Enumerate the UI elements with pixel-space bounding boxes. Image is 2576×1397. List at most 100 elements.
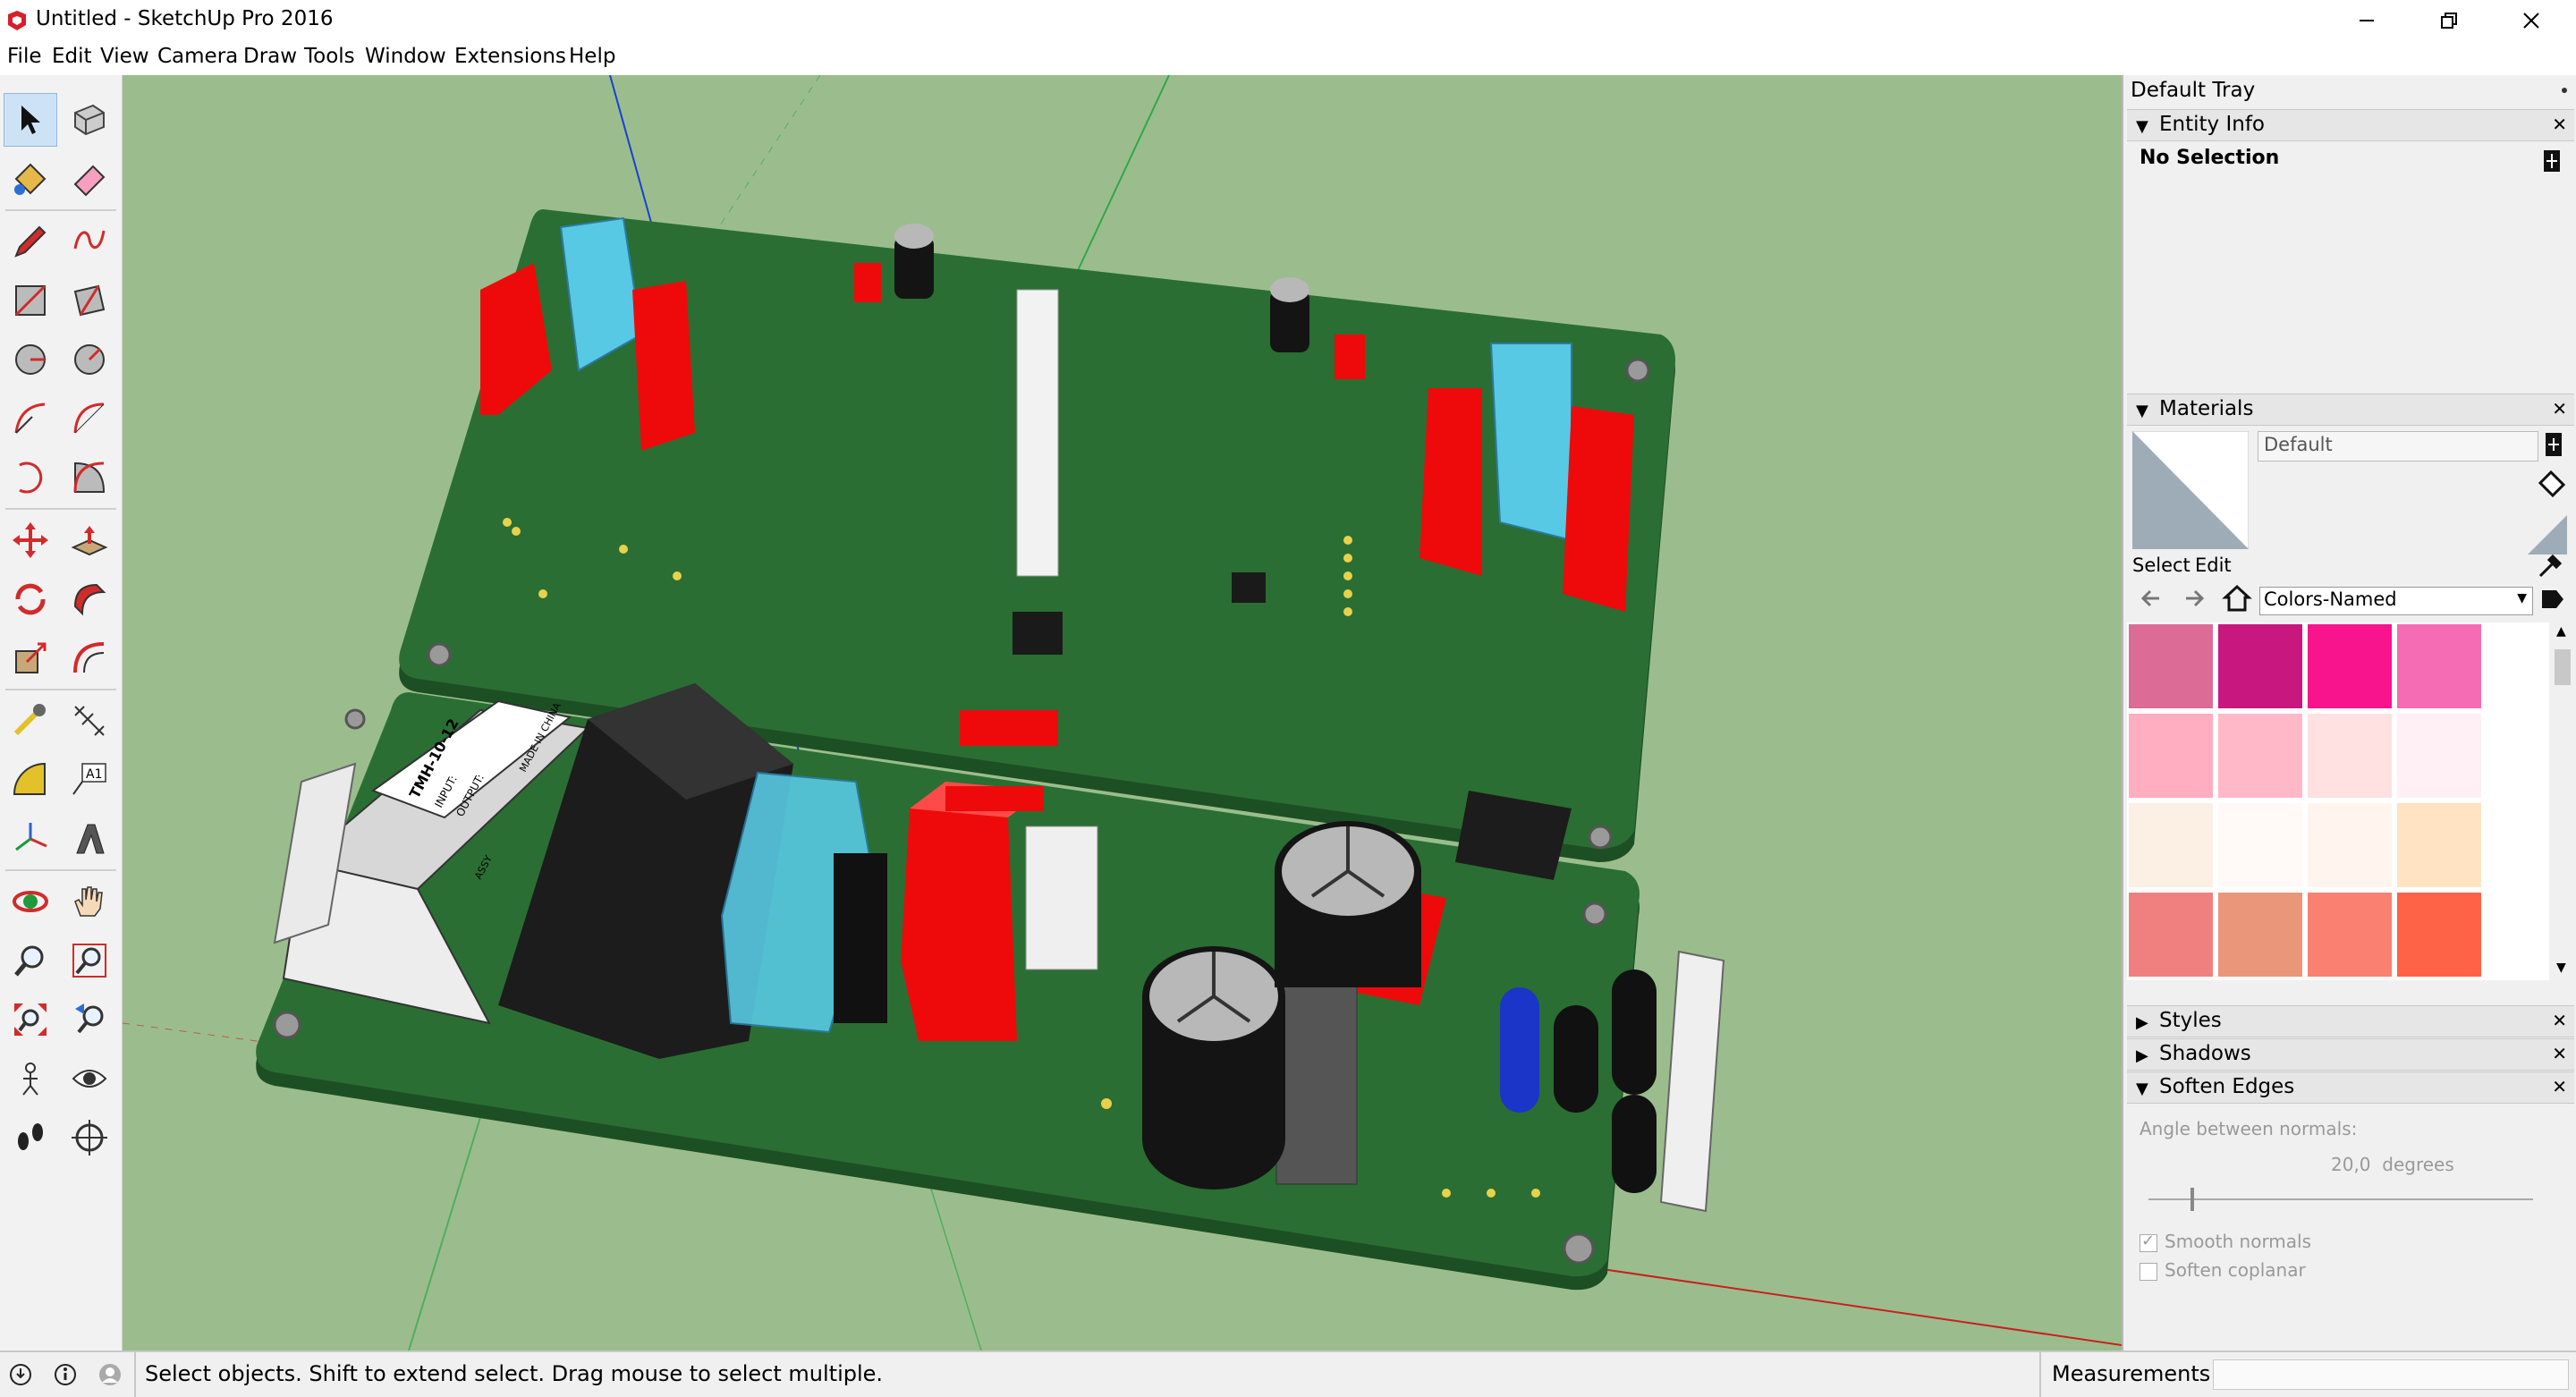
tray-pin-icon[interactable] xyxy=(2558,84,2571,97)
materials-tab-select[interactable]: Select xyxy=(2132,555,2190,576)
styles-header[interactable]: ▶ Styles ✕ xyxy=(2127,1005,2574,1037)
position-camera-tool[interactable] xyxy=(4,1052,57,1105)
menu-help[interactable]: Help xyxy=(569,45,616,68)
material-swatch[interactable] xyxy=(2308,803,2392,887)
forward-arrow-icon[interactable] xyxy=(2181,585,2207,612)
material-swatch[interactable] xyxy=(2397,893,2481,977)
zoom-extents-tool[interactable] xyxy=(4,993,57,1046)
info-icon[interactable] xyxy=(54,1363,77,1386)
two-point-arc-tool[interactable] xyxy=(63,392,116,445)
close-button[interactable] xyxy=(2490,0,2572,41)
entity-toggle-icon[interactable] xyxy=(2542,148,2562,174)
material-swatch[interactable] xyxy=(2218,624,2302,708)
back-arrow-icon[interactable] xyxy=(2138,585,2165,612)
3d-text-tool[interactable] xyxy=(63,812,116,866)
offset-tool[interactable] xyxy=(63,631,116,685)
home-icon[interactable] xyxy=(2222,583,2252,614)
material-swatch[interactable] xyxy=(2129,624,2213,708)
details-arrow-icon[interactable] xyxy=(2538,585,2567,614)
chevron-up-icon[interactable]: ▲ xyxy=(2556,624,2566,639)
protractor-tool[interactable] xyxy=(4,753,57,807)
eyedropper-icon[interactable] xyxy=(2537,551,2565,580)
angle-slider-thumb[interactable] xyxy=(2190,1188,2195,1211)
close-panel-icon[interactable]: ✕ xyxy=(2552,1043,2567,1064)
soften-edges-header[interactable]: ▼ Soften Edges ✕ xyxy=(2127,1071,2574,1104)
follow-me-tool[interactable] xyxy=(63,572,116,626)
material-swatch[interactable] xyxy=(2397,803,2481,887)
material-name-field[interactable]: Default xyxy=(2258,431,2538,461)
scrollbar-thumb[interactable] xyxy=(2555,649,2571,685)
paint-bucket-icon[interactable] xyxy=(2537,469,2567,499)
close-panel-icon[interactable]: ✕ xyxy=(2552,1076,2567,1097)
make-component-tool[interactable] xyxy=(63,93,116,147)
orbit-tool[interactable] xyxy=(4,875,57,928)
circle-tool[interactable] xyxy=(4,333,57,386)
angle-slider-track[interactable] xyxy=(2148,1198,2533,1200)
look-around-tool[interactable] xyxy=(63,1052,116,1105)
measurements-input[interactable] xyxy=(2213,1359,2569,1390)
walk-tool[interactable] xyxy=(4,1111,57,1164)
restore-button[interactable] xyxy=(2408,0,2490,41)
materials-header[interactable]: ▼ Materials ✕ xyxy=(2127,394,2574,426)
close-panel-icon[interactable]: ✕ xyxy=(2552,114,2567,135)
material-swatch[interactable] xyxy=(2129,803,2213,887)
drawing-area-viewport[interactable]: TMH-10-12 INPUT: OUTPUT: ASSY MADE IN CH… xyxy=(123,75,2122,1350)
material-swatch[interactable] xyxy=(2397,624,2481,708)
menu-tools[interactable]: Tools xyxy=(304,45,355,68)
zoom-window-tool[interactable] xyxy=(63,934,116,987)
text-tool[interactable]: A1 xyxy=(63,753,116,807)
material-swatch[interactable] xyxy=(2218,803,2302,887)
rotate-tool[interactable] xyxy=(4,572,57,626)
menu-draw[interactable]: Draw xyxy=(243,45,298,68)
section-plane-tool[interactable] xyxy=(63,1111,116,1164)
tape-measure-tool[interactable] xyxy=(4,694,57,748)
move-tool[interactable] xyxy=(4,513,57,567)
polygon-tool[interactable] xyxy=(63,333,116,386)
create-material-icon[interactable] xyxy=(2544,431,2563,458)
menu-camera[interactable]: Camera xyxy=(157,45,239,68)
menu-view[interactable]: View xyxy=(100,45,149,68)
user-account-icon[interactable] xyxy=(98,1363,122,1386)
menu-window[interactable]: Window xyxy=(365,45,446,68)
material-swatch[interactable] xyxy=(2129,714,2213,798)
dimension-tool[interactable] xyxy=(63,694,116,748)
freehand-tool[interactable] xyxy=(63,215,116,268)
scale-tool[interactable] xyxy=(4,631,57,685)
rotated-rectangle-tool[interactable] xyxy=(63,274,116,327)
rectangle-tool[interactable] xyxy=(4,274,57,327)
zoom-tool[interactable] xyxy=(4,934,57,987)
push-pull-tool[interactable] xyxy=(63,513,116,567)
material-swatch[interactable] xyxy=(2218,893,2302,977)
eraser-tool[interactable] xyxy=(63,152,116,206)
shadows-header[interactable]: ▶ Shadows ✕ xyxy=(2127,1038,2574,1071)
material-swatch[interactable] xyxy=(2218,714,2302,798)
material-swatch[interactable] xyxy=(2397,714,2481,798)
chevron-down-icon[interactable]: ▼ xyxy=(2556,961,2566,975)
material-swatch[interactable] xyxy=(2308,624,2392,708)
minimize-button[interactable] xyxy=(2326,0,2408,41)
material-swatch[interactable] xyxy=(2308,714,2392,798)
soften-coplanar-checkbox[interactable] xyxy=(2140,1263,2157,1281)
select-tool[interactable] xyxy=(4,93,57,147)
smooth-normals-checkbox[interactable]: ✓ xyxy=(2140,1232,2157,1252)
menu-edit[interactable]: Edit xyxy=(52,45,92,68)
three-point-arc-tool[interactable] xyxy=(4,451,57,504)
menu-file[interactable]: File xyxy=(7,45,42,68)
entity-info-header[interactable]: ▼ Entity Info ✕ xyxy=(2127,109,2574,141)
pie-tool[interactable] xyxy=(63,451,116,504)
geo-location-icon[interactable] xyxy=(9,1363,32,1386)
material-library-select[interactable]: Colors-Named ▼ xyxy=(2259,587,2533,615)
swatch-scrollbar[interactable]: ▲ ▼ xyxy=(2551,622,2574,980)
arc-tool[interactable] xyxy=(4,392,57,445)
material-swatch[interactable] xyxy=(2129,893,2213,977)
line-tool[interactable] xyxy=(4,215,57,268)
close-panel-icon[interactable]: ✕ xyxy=(2552,398,2567,419)
menu-extensions[interactable]: Extensions xyxy=(454,45,566,68)
pan-tool[interactable] xyxy=(63,875,116,928)
material-swatch[interactable] xyxy=(2308,893,2392,977)
close-panel-icon[interactable]: ✕ xyxy=(2552,1010,2567,1031)
axes-tool[interactable] xyxy=(4,812,57,866)
materials-tab-edit[interactable]: Edit xyxy=(2195,555,2232,576)
paint-bucket-tool[interactable] xyxy=(4,152,57,206)
previous-view-tool[interactable] xyxy=(63,993,116,1046)
